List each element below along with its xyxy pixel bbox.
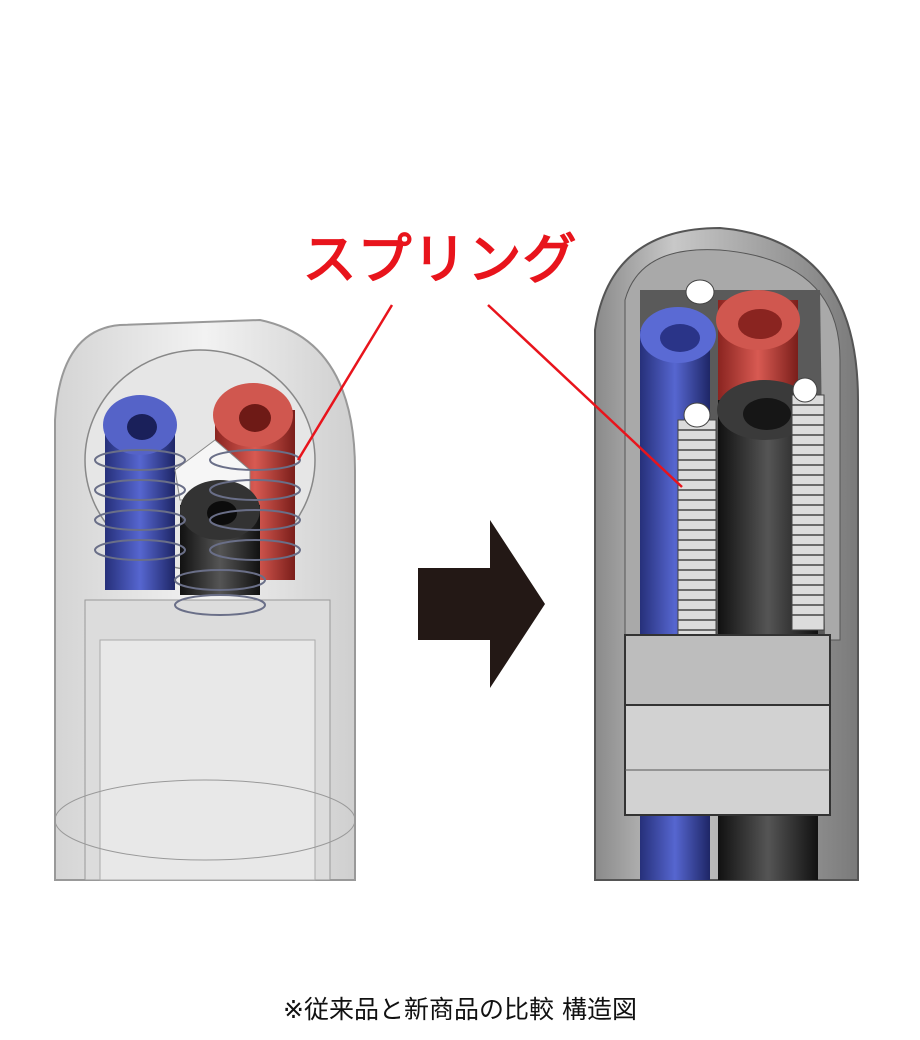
- blue-refill: [103, 395, 177, 590]
- diagram-caption: ※従来品と新商品の比較 構造図: [283, 995, 637, 1024]
- callout-lines: [296, 304, 683, 488]
- new-springs: [677, 279, 825, 661]
- arrow-right-icon: [418, 520, 545, 688]
- conventional-springs: [94, 449, 301, 616]
- spring-callout-label: スプリング: [302, 228, 578, 291]
- new-pen-cutaway: [594, 226, 859, 881]
- conventional-pen-cutaway: [54, 318, 356, 881]
